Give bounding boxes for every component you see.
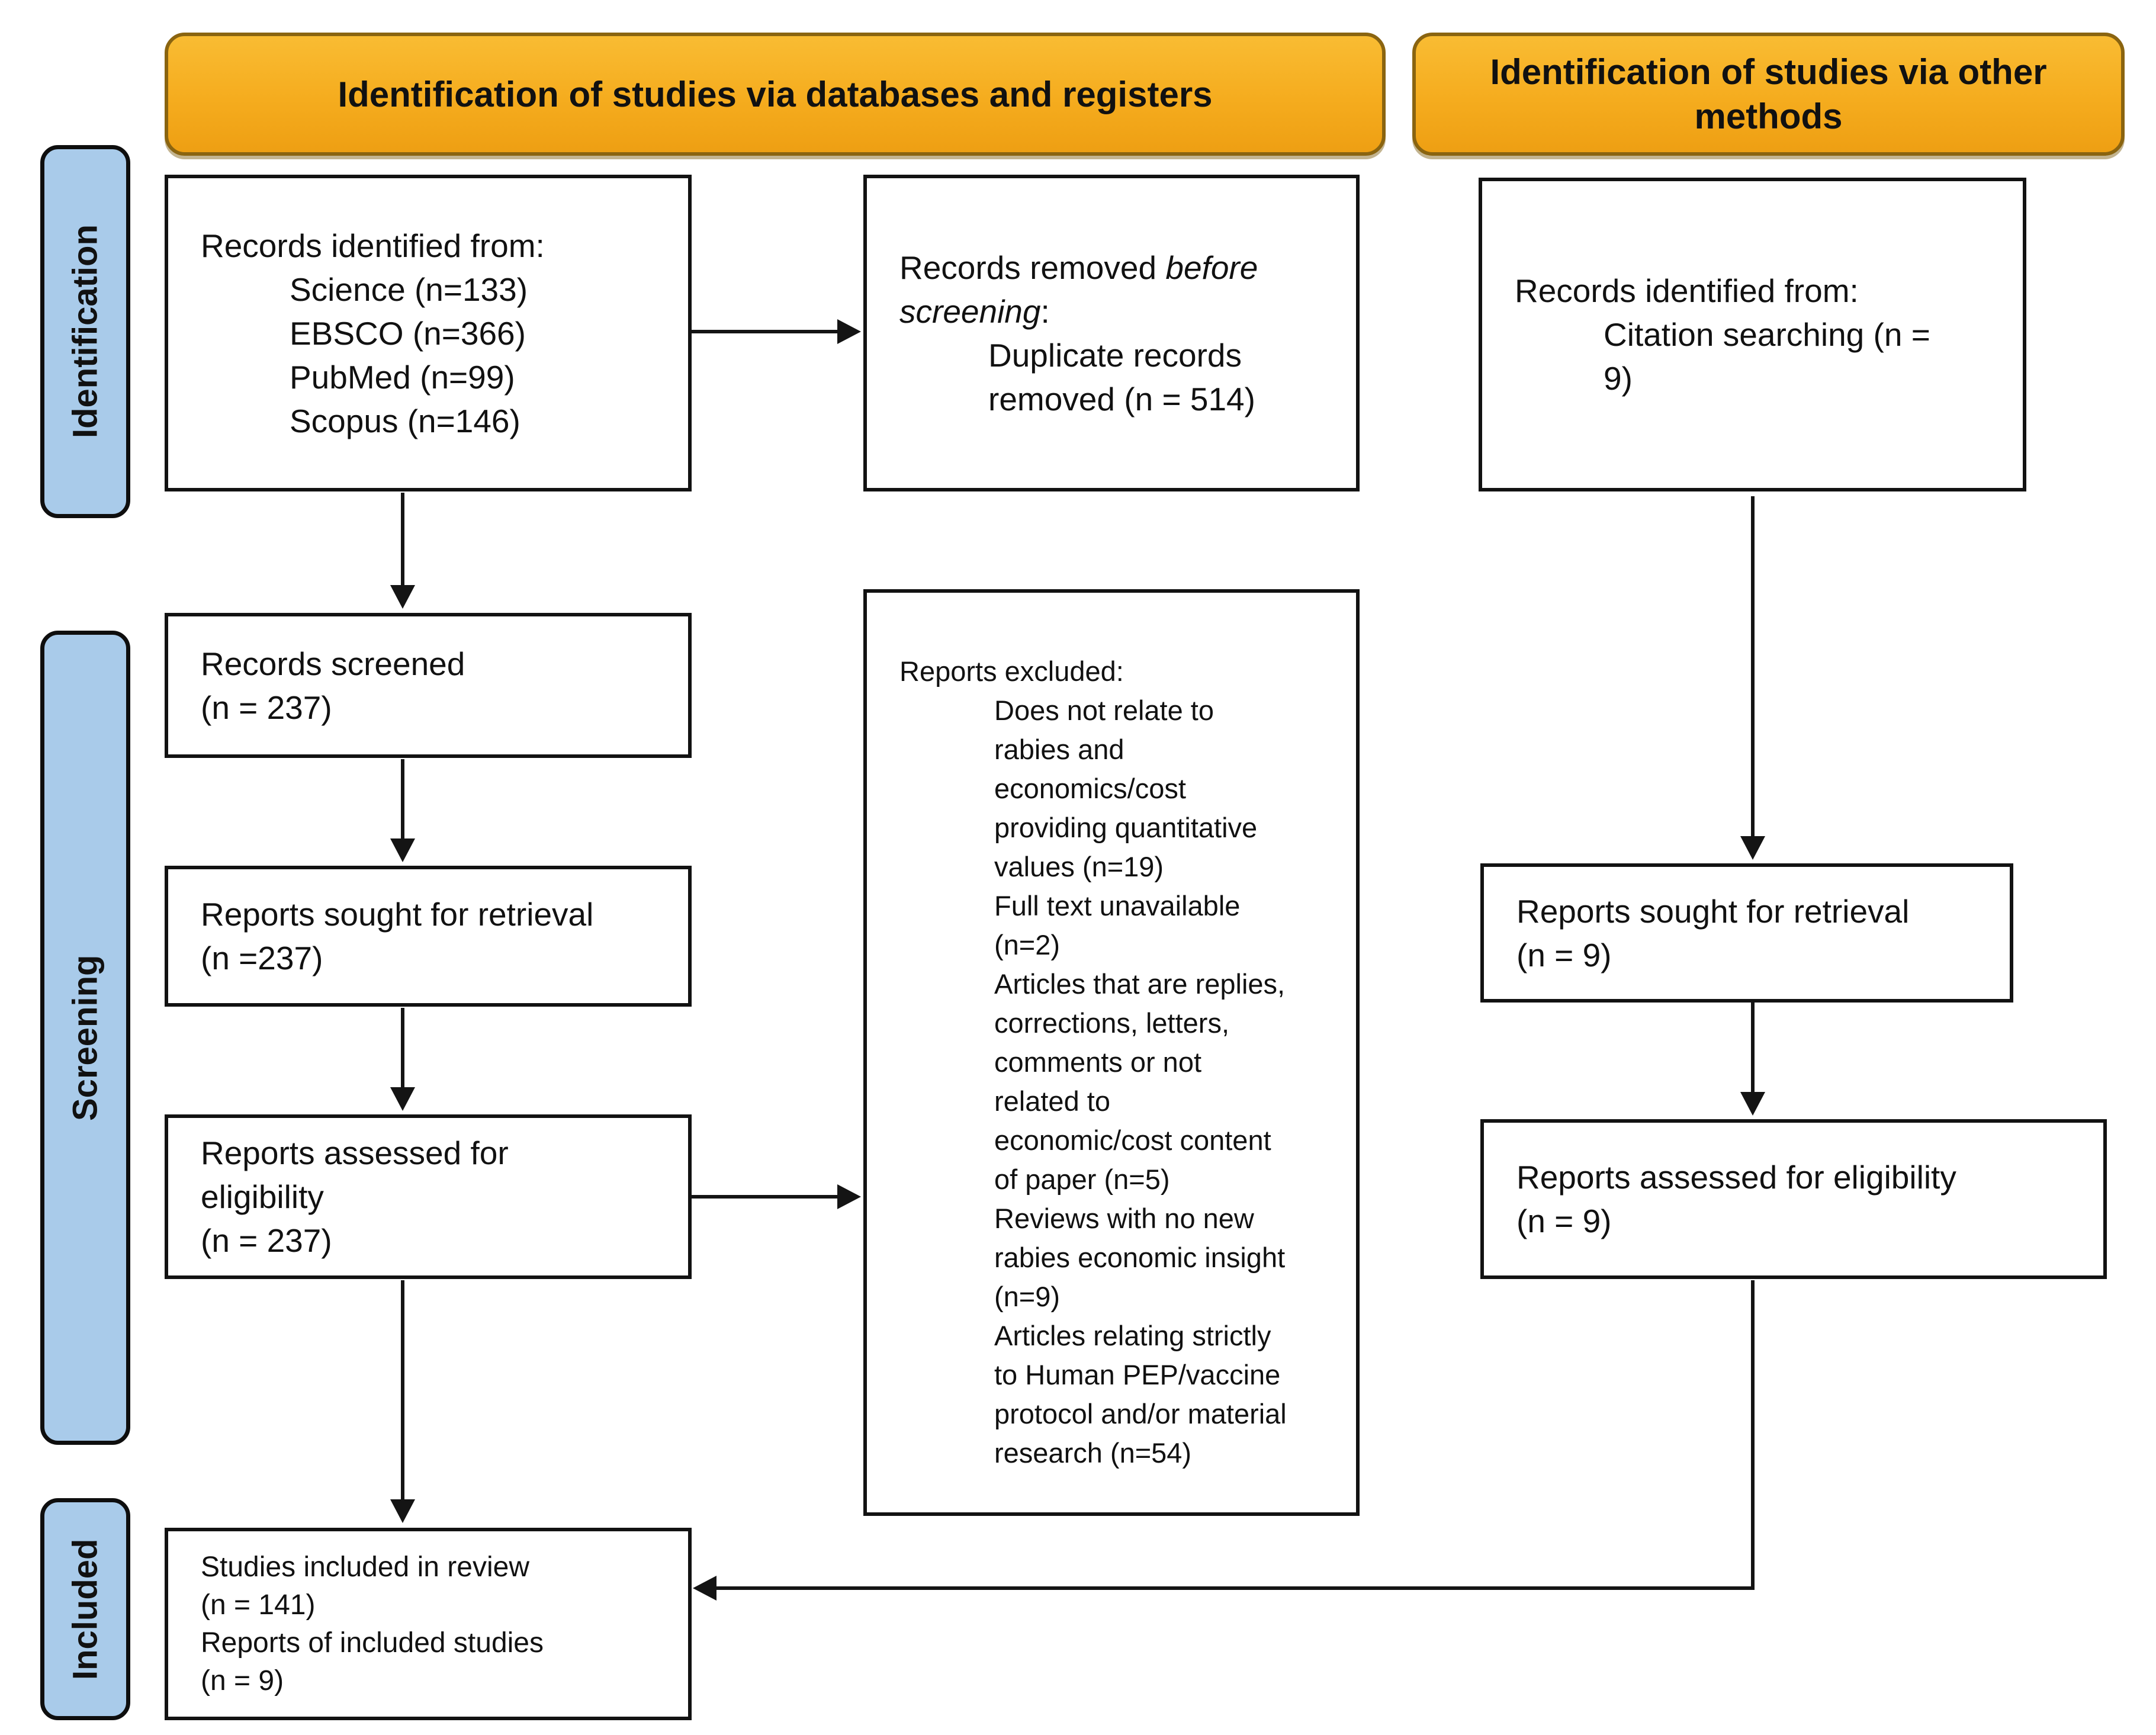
box-reports-assessed: Reports assessed for eligibility (n = 237): [165, 1114, 692, 1279]
arrow-assessed-to-included-line: [401, 1280, 404, 1501]
box-text-line: Reports assessed for eligibility: [1516, 1159, 1956, 1196]
box-text-line: Reports excluded:: [899, 656, 1124, 687]
box-citation-assessed: Reports assessed for eligibility (n = 9): [1480, 1119, 2107, 1279]
arrow-sought-to-assessed-head: [390, 1087, 415, 1111]
arrow-citation-sought-to-assessed-line: [1751, 1001, 1755, 1093]
box-text-line: economic/cost content: [994, 1124, 1271, 1156]
arrow-citation-to-sought-head: [1740, 836, 1765, 860]
box-text-line: Citation searching (n =: [1604, 316, 1930, 353]
box-text-line: (n = 237): [201, 689, 332, 726]
box-text-line: (n = 9): [201, 1665, 284, 1697]
arrow-citation-sought-to-assessed-head: [1740, 1092, 1765, 1116]
arrow-citation-assessed-to-included-vline: [1751, 1280, 1755, 1590]
stage-label-identification: Identification: [40, 145, 130, 518]
box-records-identified: Records identified from: Science (n=133) E…: [165, 175, 692, 491]
box-citation-sought: Reports sought for retrieval (n = 9): [1480, 863, 2013, 1003]
box-text-line: (n = 9): [1516, 1203, 1612, 1239]
box-text-line: Duplicate records: [988, 336, 1242, 374]
box-text-line: (n=9): [994, 1281, 1061, 1312]
arrow-citation-assessed-to-included-hline: [715, 1586, 1755, 1590]
header-other-methods: Identification of studies via other meth…: [1412, 33, 2125, 156]
box-text-line: rabies economic insight: [994, 1242, 1286, 1273]
box-text-line: of paper (n=5): [994, 1164, 1170, 1195]
box-text-line: Reports sought for retrieval: [201, 896, 594, 933]
box-text-line: (n=2): [994, 929, 1061, 960]
arrow-assessed-to-included-head: [390, 1499, 415, 1523]
arrow-screened-to-sought-head: [390, 838, 415, 862]
box-text-line: values (n=19): [994, 851, 1164, 882]
box-records-removed: Records removed before screening: Duplicat…: [863, 175, 1360, 491]
box-text-line: protocol and/or material: [994, 1398, 1287, 1429]
arrow-screened-to-sought-line: [401, 759, 404, 840]
box-text-line: Articles that are replies,: [994, 968, 1286, 1000]
box-text-line: Records removed before: [899, 249, 1258, 286]
header-databases-registers: Identification of studies via databases …: [165, 33, 1386, 156]
box-text-line: corrections, letters,: [994, 1007, 1230, 1039]
box-text-line: Reports assessed for: [201, 1135, 509, 1171]
box-text-line: Records identified from:: [201, 227, 545, 264]
box-text-line: (n = 9): [1516, 936, 1612, 973]
box-citation-identified: Records identified from: Citation searchi…: [1479, 178, 2026, 491]
box-reports-excluded: Reports excluded: Does not relate to rabie…: [863, 589, 1360, 1516]
arrow-identified-to-screened-head: [390, 585, 415, 609]
arrow-assessed-to-excluded-line: [692, 1195, 838, 1199]
box-text-line: removed (n = 514): [988, 380, 1255, 417]
stage-label-included: Included: [40, 1498, 130, 1720]
box-text-line: Records identified from:: [1515, 272, 1859, 309]
box-text-line: providing quantitative: [994, 812, 1258, 843]
arrow-sought-to-assessed-line: [401, 1008, 404, 1088]
box-text-line: screening:: [899, 293, 1050, 330]
box-records-screened: Records screened (n = 237): [165, 613, 692, 758]
box-text-line: (n =237): [201, 940, 323, 976]
box-studies-included: Studies included in review (n = 141) Repor…: [165, 1528, 692, 1720]
box-text-line: related to: [994, 1085, 1110, 1117]
box-text-line: Science (n=133): [290, 271, 528, 308]
box-text-line: research (n=54): [994, 1437, 1192, 1469]
box-text-line: 9): [1604, 360, 1633, 397]
box-text-line: Reviews with no new: [994, 1203, 1254, 1234]
box-text-line: (n = 237): [201, 1222, 332, 1259]
box-reports-sought: Reports sought for retrieval (n =237): [165, 866, 692, 1007]
stage-label-screening: Screening: [40, 631, 130, 1445]
box-text-line: rabies and: [994, 734, 1124, 765]
arrow-assessed-to-excluded-head: [837, 1184, 861, 1209]
box-text-line: Scopus (n=146): [290, 402, 520, 439]
box-text-line: Records screened: [201, 645, 465, 682]
arrow-identified-to-screened-line: [401, 493, 404, 586]
box-text-line: Studies included in review: [201, 1551, 529, 1583]
arrow-identified-to-removed-line: [692, 330, 838, 333]
box-text-line: Reports of included studies: [201, 1627, 544, 1659]
box-text-line: PubMed (n=99): [290, 358, 515, 396]
box-text-line: eligibility: [201, 1178, 324, 1215]
box-text-line: to Human PEP/vaccine: [994, 1359, 1281, 1390]
box-text-line: Articles relating strictly: [994, 1320, 1271, 1351]
arrow-citation-to-sought-line: [1751, 496, 1755, 837]
arrow-identified-to-removed-head: [837, 319, 861, 344]
arrow-citation-assessed-to-included-head: [693, 1576, 716, 1601]
box-text-line: economics/cost: [994, 773, 1186, 804]
box-text-line: Full text unavailable: [994, 890, 1241, 921]
box-text-line: EBSCO (n=366): [290, 314, 526, 352]
box-text-line: (n = 141): [201, 1589, 316, 1621]
box-text-line: Reports sought for retrieval: [1516, 892, 1910, 930]
box-text-line: Does not relate to: [994, 695, 1214, 726]
box-text-line: comments or not: [994, 1046, 1202, 1078]
